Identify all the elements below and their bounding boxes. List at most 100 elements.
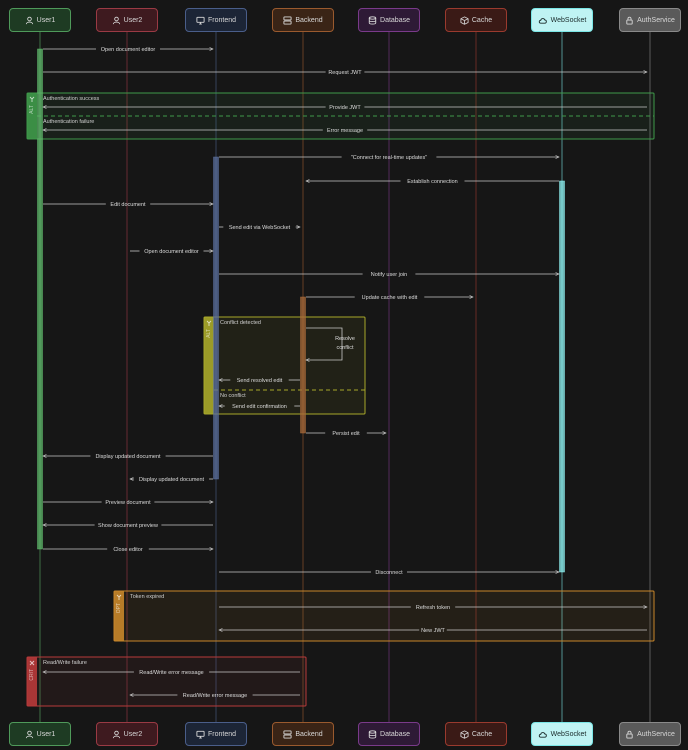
message-1: Request JWT [43,70,647,76]
message-13: Send edit confirmation [219,404,300,410]
message-7: Send edit via WebSocket [219,225,300,231]
fragment-tag: ALT [27,93,37,139]
user-icon [112,730,120,738]
message-label: New JWT [421,628,445,634]
actor-database-bottom[interactable]: Database [358,722,420,746]
message-10: Update cache with edit [306,295,473,301]
message-16: Display updated document [130,477,213,483]
actor-authservice-top[interactable]: AuthService [619,8,681,32]
actor-authservice-bottom[interactable]: AuthService [619,722,681,746]
server-icon [283,15,292,25]
actor-label: Database [380,16,410,24]
actor-backend-bottom[interactable]: Backend [272,722,334,746]
actor-user1-top[interactable]: User1 [9,8,71,32]
fragment-tag: ALT [204,317,214,414]
cross-icon [29,660,35,666]
message-label: Notify user join [371,272,407,278]
message-label: conflict [336,345,354,351]
branch-icon [116,594,122,600]
actor-user1-bottom[interactable]: User1 [9,722,71,746]
actor-cache-top[interactable]: Cache [445,8,507,32]
server-icon [283,729,292,739]
database-icon [368,15,377,25]
activation-user1 [37,48,43,550]
actor-label: Frontend [207,16,237,24]
message-5: Establish connection [306,179,559,185]
monitor-icon [196,730,205,739]
message-18: Show document preview [43,523,213,529]
message-20: Disconnect [219,570,559,576]
branch-icon [29,96,35,102]
actor-label: User2 [123,16,143,24]
message-label: Request JWT [328,70,362,76]
fragment-tag-label: ALT [206,329,212,338]
fragment-alt-1: Conflict detected No conflict [203,316,366,415]
message-17: Preview document [43,500,213,506]
message-label: Show document preview [98,523,158,529]
lock-icon [626,730,633,739]
fragment-condition: Conflict detected [220,320,261,326]
actor-websocket-top[interactable]: WebSocket [531,8,593,32]
cloud-icon [538,17,547,24]
activation-backend [300,296,306,434]
lock-icon [626,16,633,25]
message-label: Read/Write error message [183,693,247,699]
message-label: Establish connection [407,179,457,185]
activation-frontend [213,156,219,480]
fragment-tag-label: ALT [29,105,35,114]
message-label: Open document editor [101,47,156,53]
actor-label: Backend [295,730,323,738]
actor-cache-bottom[interactable]: Cache [445,722,507,746]
message-15: Display updated document [43,454,213,460]
fragment-tag-label: CRIT [29,669,35,681]
actor-label: AuthService [637,16,675,24]
message-24: Read/Write error message [130,693,300,699]
message-11: Resolve conflict [306,327,355,360]
actor-user2-bottom[interactable]: User2 [96,722,158,746]
message-22: New JWT [219,628,647,634]
user-icon [25,730,33,738]
box-icon [460,729,469,739]
message-4: "Connect for real-time updates" [219,155,559,161]
fragment-critical-3: Read/Write failure [26,656,307,707]
actor-label: Cache [471,16,493,24]
fragment-condition: Read/Write failure [43,660,87,666]
user-icon [112,16,120,24]
actor-label: Backend [295,16,323,24]
fragment-tag: OPT [114,591,124,641]
message-14: Persist edit [306,431,386,437]
actor-frontend-bottom[interactable]: Frontend [185,722,247,746]
actor-label: User1 [36,730,56,738]
actor-database-top[interactable]: Database [358,8,420,32]
message-6: Edit document [43,202,213,208]
actor-frontend-top[interactable]: Frontend [185,8,247,32]
user-icon [25,16,33,24]
actor-label: WebSocket [550,16,587,24]
message-label: Resolve [335,336,355,342]
box-icon [460,15,469,25]
actor-label: Database [380,730,410,738]
activation-websocket [559,180,565,573]
message-label: Persist edit [332,431,360,437]
fragment-opt-2: Token expired [113,590,655,642]
fragment-condition: No conflict [220,393,246,399]
message-label: "Connect for real-time updates" [351,155,427,161]
message-8: Open document editor [130,249,213,255]
message-label: Update cache with edit [362,295,418,301]
actor-label: AuthService [637,730,675,738]
message-19: Close editor [43,547,213,553]
message-label: Send resolved edit [237,378,283,384]
actor-user2-top[interactable]: User2 [96,8,158,32]
fragment-tag: CRIT [27,657,37,706]
monitor-icon [196,16,205,25]
message-12: Send resolved edit [219,378,300,384]
actor-websocket-bottom[interactable]: WebSocket [531,722,593,746]
message-label: Edit document [110,202,146,208]
actor-label: Frontend [207,730,237,738]
message-0: Open document editor [43,47,213,53]
message-label: Error message [327,128,363,134]
actor-backend-top[interactable]: Backend [272,8,334,32]
